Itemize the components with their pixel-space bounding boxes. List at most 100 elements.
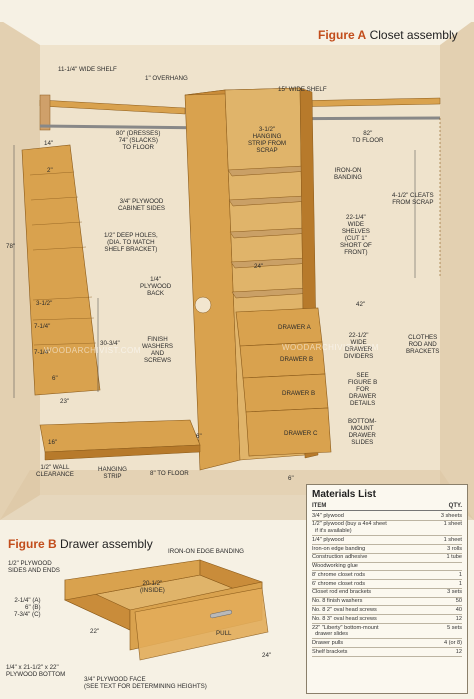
list-item: 6' chrome closet rods 1 <box>312 580 462 589</box>
cabinet-shelves <box>227 165 315 299</box>
label-h3034: 30-3/4" <box>100 340 120 347</box>
drawer-b2-label: DRAWER B <box>282 390 316 397</box>
item-name: 1/2" plywood (buy a 4x4 sheet if it's av… <box>312 521 387 534</box>
figure-a-title: Figure A Closet assembly <box>318 28 458 42</box>
label-banding: IRON-ON BANDING <box>334 167 363 181</box>
item-qty: 3 rolls <box>447 545 462 552</box>
figb-label-face: 3/4" PLYWOOD FACE (SEE TEXT FOR DETERMIN… <box>84 676 207 690</box>
label-shelves: 22-1/4" WIDE SHELVES (CUT 1" SHORT OF FR… <box>340 214 372 256</box>
materials-header: ITEM QTY. <box>312 503 462 511</box>
figure-b-prefix: Figure B <box>8 537 57 551</box>
label-washers: FINISH WASHERS AND SCREWS <box>142 336 174 364</box>
label-h78: 78" <box>6 243 16 250</box>
item-name: No. 8 finish washers <box>312 598 363 605</box>
item-qty: 50 <box>455 598 462 605</box>
figb-label-w24: 24" <box>262 652 272 659</box>
figb-label-bottom: 1/4" x 21-1/2" x 22" PLYWOOD BOTTOM <box>6 664 66 678</box>
item-qty: 1 tube <box>446 554 462 561</box>
item-qty: 3 sets <box>447 589 462 596</box>
item-qty: 1 sheet <box>443 536 462 543</box>
left-wall <box>0 20 40 520</box>
materials-title: Materials List <box>312 489 376 500</box>
label-hang-strip: HANGING STRIP <box>98 466 127 480</box>
drawer-c-label: DRAWER C <box>284 430 318 437</box>
list-item: Drawer pulls 4 (or 8) <box>312 639 462 649</box>
label-w23: 23" <box>60 398 70 405</box>
label-w14: 14" <box>44 140 54 147</box>
figb-label-inside: 20-1/2" (INSIDE) <box>140 580 165 594</box>
item-name: Woodworking glue <box>312 563 358 570</box>
item-qty: 4 (or 8) <box>443 639 462 646</box>
label-slides: BOTTOM- MOUNT DRAWER SLIDES <box>348 418 377 446</box>
list-item: 1/2" plywood (buy a 4x4 sheet if it's av… <box>312 521 462 537</box>
label-figb-ref: SEE FIGURE B FOR DRAWER DETAILS <box>348 372 378 407</box>
materials-rows: 3/4" plywood 3 sheets 1/2" plywood (buy a… <box>312 512 462 657</box>
label-rods: CLOTHES ROD AND BRACKETS <box>406 334 440 355</box>
label-overhang: 1" OVERHANG <box>145 75 188 82</box>
item-name: Closet rod end brackets <box>312 589 372 596</box>
label-w16: 16" <box>48 439 58 446</box>
label-cleats: 4-1/2" CLEATS FROM SCRAP <box>392 192 434 206</box>
item-name: Iron-on edge banding <box>312 545 366 552</box>
label-back: 1/4" PLYWOOD BACK <box>140 276 172 297</box>
figure-a-name: Closet assembly <box>369 28 458 42</box>
item-qty: 1 <box>458 580 462 587</box>
label-sides: 3/4" PLYWOOD CABINET SIDES <box>118 198 165 212</box>
item-name: 6' chrome closet rods <box>312 580 365 587</box>
label-w2: 2" <box>47 167 53 174</box>
label-dividers: 22-1/2" WIDE DRAWER DIVIDERS <box>344 332 374 360</box>
figure-b-title: Figure B Drawer assembly <box>8 537 153 551</box>
figb-label-pull: PULL <box>216 630 232 637</box>
item-name: No. 8 3" oval head screws <box>312 615 377 622</box>
ceiling <box>0 0 474 22</box>
item-name: No. 8 2" oval head screws <box>312 607 377 613</box>
list-item: Woodworking glue <box>312 563 462 572</box>
figb-label-sides: 1/2" PLYWOOD SIDES AND ENDS <box>8 560 60 574</box>
figure-b-name: Drawer assembly <box>60 537 153 551</box>
drawer-pull-icon <box>209 609 233 619</box>
label-holes: 1/2" DEEP HOLES, (DIA. TO MATCH SHELF BR… <box>104 232 158 253</box>
label-strip: 3-1/2" HANGING STRIP FROM SCRAP <box>248 126 287 154</box>
label-d6: 6" <box>52 375 58 382</box>
list-item: 1/4" plywood 1 sheet <box>312 536 462 545</box>
list-item: No. 8 3" oval head screws 12 <box>312 615 462 624</box>
drawer-stack <box>235 307 332 457</box>
label-rod-heights: 80" (DRESSES) 74" (SLACKS) TO FLOOR <box>116 130 161 151</box>
label-w24: 24" <box>254 263 264 270</box>
list-item: No. 8 finish washers 50 <box>312 598 462 607</box>
exploded-cabinet-side <box>21 144 101 396</box>
list-item: Iron-on edge banding 3 rolls <box>312 545 462 554</box>
item-name: 3/4" plywood <box>312 512 344 519</box>
drawer-front-face <box>134 587 269 661</box>
drawer-a-label: DRAWER A <box>278 324 311 331</box>
label-w42: 42" <box>356 301 366 308</box>
materials-col-qty: QTY. <box>448 503 462 509</box>
item-name: Shelf brackets <box>312 648 348 655</box>
figure-a-prefix: Figure A <box>318 28 367 42</box>
list-item: 3/4" plywood 3 sheets <box>312 512 462 521</box>
item-name: 22" "Liberty" bottom-mount drawer slides <box>312 624 379 638</box>
figb-label-edge: IRON-ON EDGE BANDING <box>168 548 244 555</box>
figb-label-w22: 22" <box>90 628 100 635</box>
materials-col-item: ITEM <box>312 503 327 509</box>
item-name: 8' chrome closet rods <box>312 571 365 578</box>
label-clearance: 1/2" WALL CLEARANCE <box>36 464 74 478</box>
label-d714: 7-1/4" <box>34 323 51 330</box>
item-qty: 40 <box>455 607 462 613</box>
list-item: 22" "Liberty" bottom-mount drawer slides… <box>312 624 462 640</box>
item-name: Drawer pulls <box>312 639 344 646</box>
item-qty: 3 sheets <box>440 512 462 519</box>
item-qty: 12 <box>455 615 462 622</box>
label-d714b: 7-1/4" <box>34 349 51 356</box>
label-to-floor-82: 82" TO FLOOR <box>352 130 384 144</box>
materials-list: Materials List ITEM QTY. 3/4" plywood 3 s… <box>306 484 468 694</box>
list-item: No. 8 2" oval head screws 40 <box>312 606 462 616</box>
item-name: 1/4" plywood <box>312 536 344 543</box>
label-wide-shelf: 11-1/4" WIDE SHELF <box>58 66 117 73</box>
figb-label-heights: 2-1/4" (A) 6" (B) 7-3/4" (C) <box>14 597 41 618</box>
drawer-b-label: DRAWER B <box>280 356 314 363</box>
item-qty: 5 sets <box>447 624 462 631</box>
